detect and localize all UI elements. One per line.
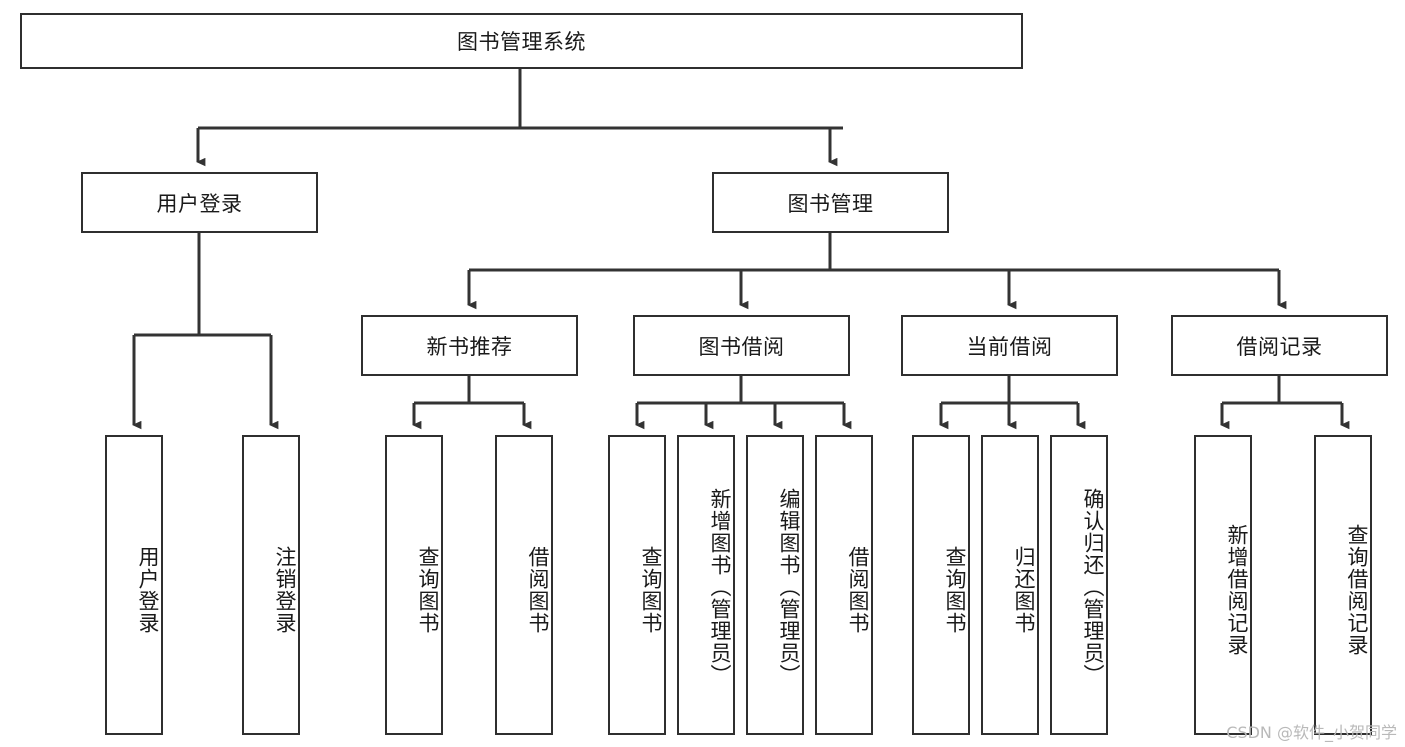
node-new-book-recommend[interactable]: 新书推荐 xyxy=(361,315,578,376)
node-book-management[interactable]: 图书管理 xyxy=(712,172,949,233)
node-root-system[interactable]: 图书管理系统 xyxy=(20,13,1023,69)
node-borrow-record[interactable]: 借阅记录 xyxy=(1171,315,1388,376)
node-book-borrow[interactable]: 图书借阅 xyxy=(633,315,850,376)
leaf-new-book-query[interactable]: 查询图书 xyxy=(385,435,443,735)
leaf-user-login-signout[interactable]: 注销登录 xyxy=(242,435,300,735)
leaf-record-add-record[interactable]: 新增借阅记录 xyxy=(1194,435,1252,735)
leaf-record-query-record[interactable]: 查询借阅记录 xyxy=(1314,435,1372,735)
leaf-borrow-query-book[interactable]: 查询图书 xyxy=(608,435,666,735)
leaf-borrow-add-book-admin[interactable]: 新增图书（管理员） xyxy=(677,435,735,735)
node-user-login[interactable]: 用户登录 xyxy=(81,172,318,233)
node-current-borrow[interactable]: 当前借阅 xyxy=(901,315,1118,376)
leaf-user-login-signin[interactable]: 用户登录 xyxy=(105,435,163,735)
leaf-new-book-borrow[interactable]: 借阅图书 xyxy=(495,435,553,735)
leaf-current-query-book[interactable]: 查询图书 xyxy=(912,435,970,735)
leaf-current-confirm-return-admin[interactable]: 确认归还（管理员） xyxy=(1050,435,1108,735)
leaf-borrow-borrow-book[interactable]: 借阅图书 xyxy=(815,435,873,735)
leaf-borrow-edit-book-admin[interactable]: 编辑图书（管理员） xyxy=(746,435,804,735)
leaf-current-return-book[interactable]: 归还图书 xyxy=(981,435,1039,735)
csdn-watermark: CSDN @软件_小贺同学 xyxy=(1226,723,1397,742)
